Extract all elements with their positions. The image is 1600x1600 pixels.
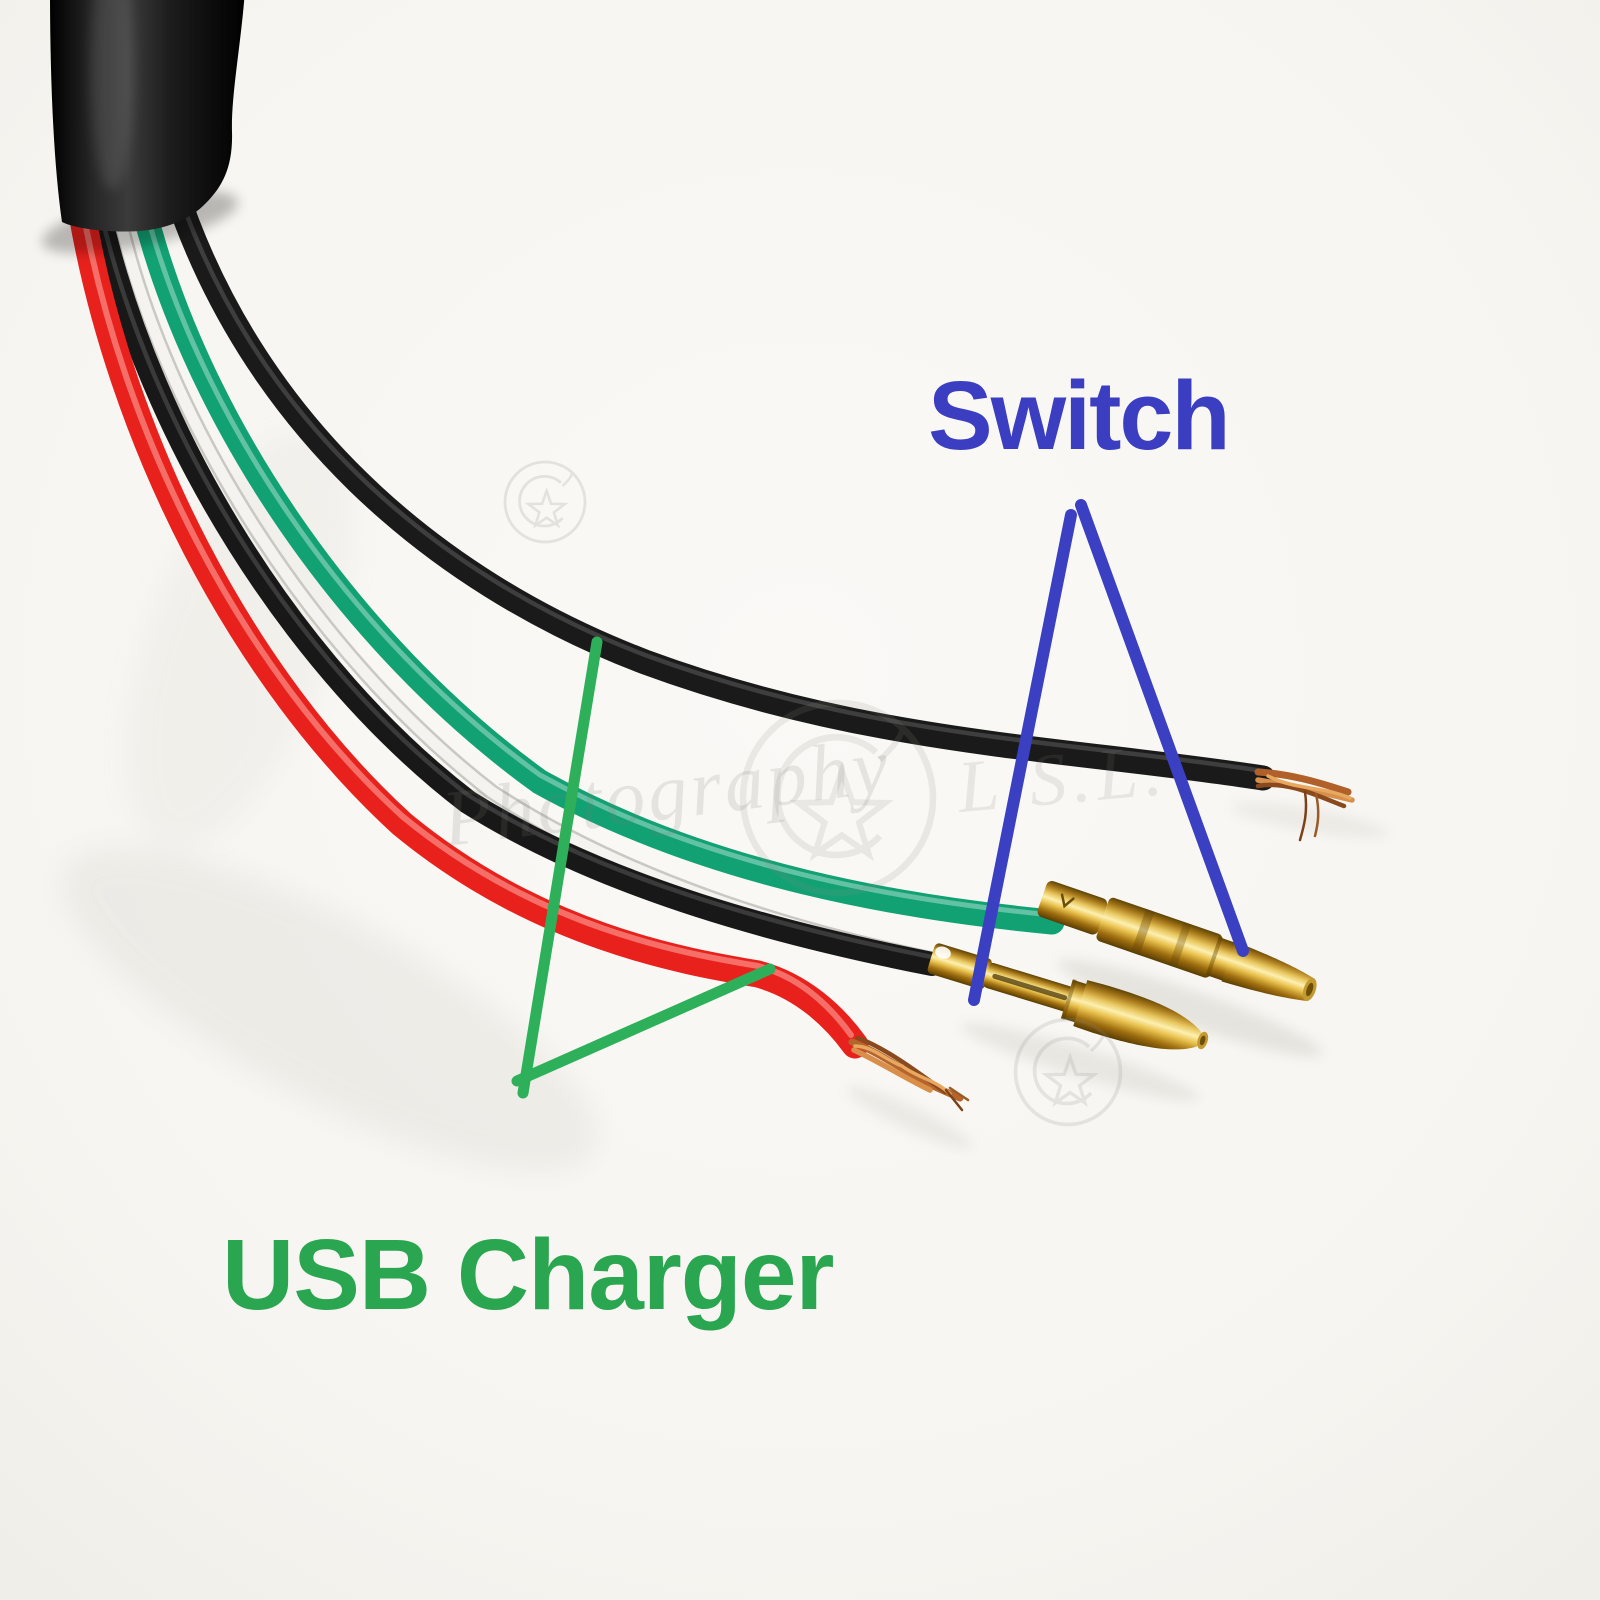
green-wire <box>129 189 1065 935</box>
switch-callout-lines <box>968 499 1249 1006</box>
black-wire-bullet-terminal <box>927 943 1209 1050</box>
black-switch-wire <box>87 200 944 976</box>
wire-harness <box>67 173 1355 1112</box>
switch-label: Switch <box>928 361 1229 470</box>
watermark-initials-text: L.S.L. <box>953 729 1171 829</box>
black-usb-wire <box>161 173 1276 791</box>
usb-charger-label: USB Charger <box>222 1219 833 1331</box>
copper-strands-black-wire <box>1254 768 1355 842</box>
cable-sheath <box>42 0 245 254</box>
copper-strands-red-wire <box>848 1035 970 1112</box>
usb-callout-lines <box>511 636 776 1099</box>
